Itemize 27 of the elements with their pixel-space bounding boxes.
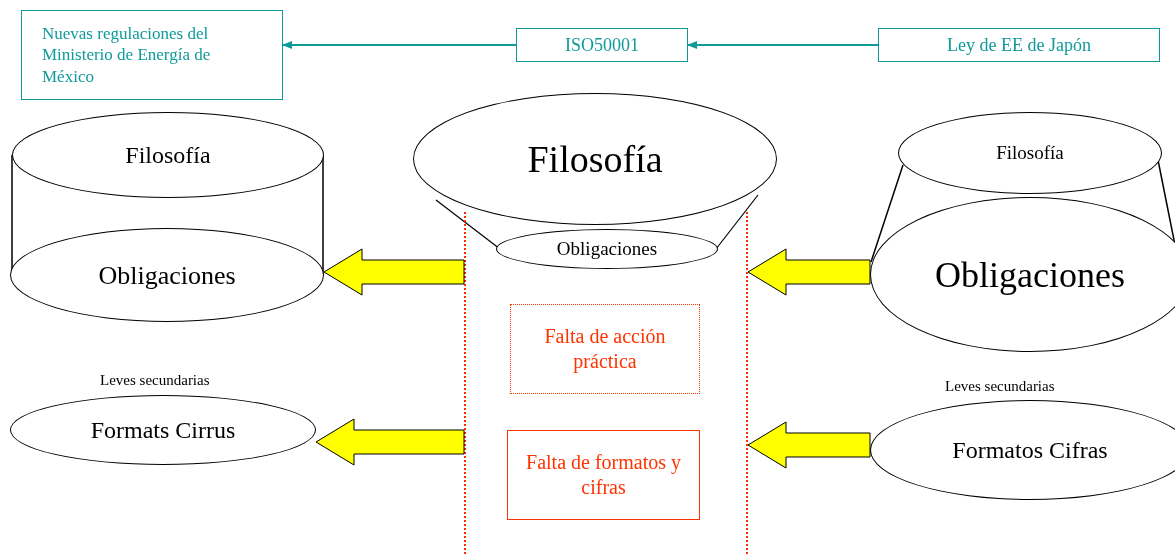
node-label: Filosofía [527,136,663,182]
node-label: Ley de EE de Japón [947,33,1091,57]
block-arrow [747,421,871,469]
node-label: Formatos Cifras [952,436,1108,465]
dotted-column [464,212,748,554]
node-label: Filosofía [125,141,211,170]
node-label: Obligaciones [556,236,658,261]
arrow [282,41,517,49]
node-label: Obligaciones [935,253,1125,297]
caption-text: Leves secundarias [945,377,1055,396]
arrow [687,41,879,49]
node-label: ISO50001 [565,33,639,57]
block-arrow [323,248,465,296]
text-box [507,430,700,520]
block-arrow [747,248,871,296]
block-arrow [315,418,465,466]
node-label: Nuevas regulaciones del Ministerio de Energía de México [42,23,212,87]
caption-text: Leves secundarias [100,371,210,390]
text-box [21,10,283,100]
text-box [516,28,688,62]
node-label: Falta de formatos y cifras [525,450,682,500]
node-label: Obligaciones [98,259,236,292]
text-box [878,28,1160,62]
node-label: Formats Cirrus [90,416,236,445]
node-label: Filosofía [996,140,1064,165]
text-box [510,304,700,394]
node-label: Falta de acción práctica [543,324,667,374]
